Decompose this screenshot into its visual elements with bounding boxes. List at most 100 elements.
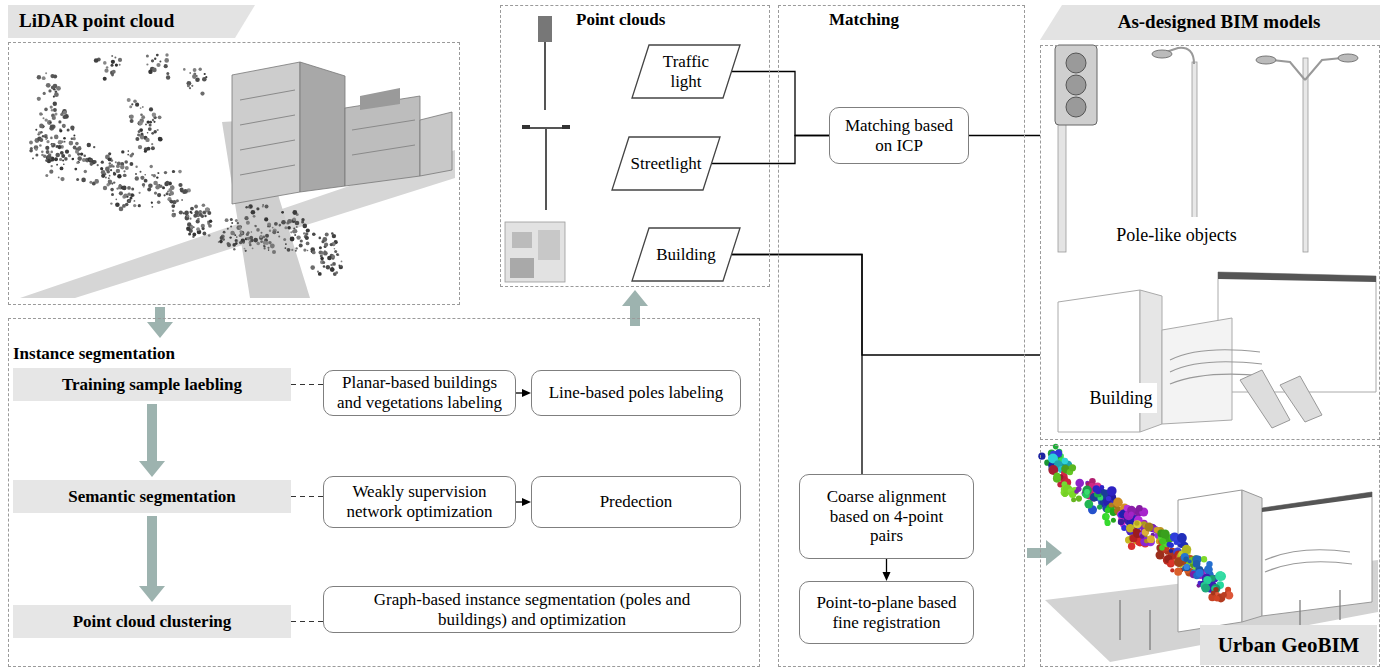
point: [245, 250, 247, 252]
point: [123, 170, 125, 172]
point: [270, 244, 275, 249]
point: [42, 135, 44, 137]
point: [272, 230, 276, 234]
lidar-panel: LiDAR point cloud: [8, 42, 460, 305]
building-model: [1242, 490, 1262, 622]
point: [109, 175, 111, 177]
tree-point: [1167, 542, 1173, 548]
point: [335, 271, 338, 274]
flow-arrow: [139, 516, 165, 602]
point: [156, 63, 160, 67]
point-cloud-panel: Point cloudsTraffic lightStreetlightBuil…: [500, 5, 770, 287]
parallelogram-shape: [612, 137, 720, 190]
dashed-connector: [291, 621, 323, 622]
point: [127, 199, 131, 203]
signal-lamp: [1066, 53, 1086, 73]
point: [331, 255, 335, 259]
point: [152, 119, 154, 121]
box-text: Streetlight: [631, 154, 702, 174]
arrowhead: [147, 322, 173, 338]
building-model: [1178, 490, 1242, 632]
process-box: Predection: [531, 476, 741, 528]
point: [151, 202, 153, 204]
point: [53, 108, 57, 112]
point: [245, 206, 247, 208]
facade-fin: [1280, 376, 1322, 422]
point: [281, 211, 284, 214]
point: [103, 186, 107, 190]
point: [90, 159, 93, 162]
connector-line: [291, 496, 323, 497]
point: [220, 236, 224, 240]
connector: [732, 255, 862, 475]
point: [274, 222, 278, 226]
point: [172, 209, 175, 212]
point: [330, 243, 333, 246]
point: [68, 154, 71, 157]
point: [179, 210, 183, 214]
point: [45, 72, 47, 74]
point: [153, 121, 155, 123]
connector: [712, 136, 829, 164]
point: [43, 117, 45, 119]
point: [230, 226, 232, 228]
arrowhead: [139, 586, 165, 602]
stage-box: Training sample laebling: [13, 368, 291, 401]
process-box: Point-to-plane based fine registration: [799, 581, 974, 644]
part-label: Building: [1089, 388, 1152, 409]
point: [305, 236, 309, 240]
building-points: [512, 232, 532, 248]
process-box: Coarse alignment based on 4-point pairs: [799, 474, 974, 559]
panel-title: LiDAR point cloud: [19, 10, 174, 32]
flow-arrow: [139, 404, 165, 477]
lamp-arm: [1272, 58, 1342, 80]
process-box: Matching based on ICP: [829, 107, 969, 164]
point: [148, 183, 153, 188]
point: [176, 199, 179, 202]
tree-point: [1147, 535, 1155, 543]
point: [312, 251, 316, 255]
panel-title: As-designed BIM models: [1118, 11, 1321, 33]
point: [113, 172, 116, 175]
point: [61, 154, 65, 158]
point: [58, 140, 63, 145]
point: [166, 181, 170, 185]
point: [138, 204, 141, 207]
point: [130, 119, 134, 123]
tree-point: [1145, 523, 1154, 532]
point: [254, 225, 256, 227]
point: [149, 121, 152, 124]
traffic-light-points: [538, 16, 552, 42]
point: [338, 254, 340, 256]
point: [256, 228, 260, 232]
tree-point: [1133, 520, 1141, 528]
box-text: Planar-based buildings and vegetations l…: [332, 373, 507, 412]
point: [306, 228, 310, 232]
point: [178, 183, 182, 187]
point: [341, 261, 343, 263]
connector: [732, 72, 829, 136]
dashed-connector: [291, 496, 323, 497]
streetlight-arm: [526, 127, 566, 129]
point: [219, 240, 223, 244]
point: [51, 143, 53, 145]
point: [267, 222, 271, 226]
point: [63, 137, 66, 140]
arrowhead: [139, 461, 165, 477]
lamp: [1256, 56, 1276, 64]
part-label-patch: Building: [1085, 383, 1157, 413]
point: [50, 137, 53, 140]
point: [169, 191, 174, 196]
point: [321, 251, 324, 254]
point: [103, 77, 107, 81]
point: [186, 227, 190, 231]
traffic-light-housing: [1055, 45, 1097, 125]
connector-line: [732, 255, 862, 475]
point: [319, 246, 322, 249]
point: [37, 75, 41, 79]
part-label-patch: Pole-like objects: [1085, 217, 1268, 253]
point: [53, 74, 57, 78]
point: [121, 150, 124, 153]
point: [147, 187, 151, 191]
point: [80, 152, 83, 155]
